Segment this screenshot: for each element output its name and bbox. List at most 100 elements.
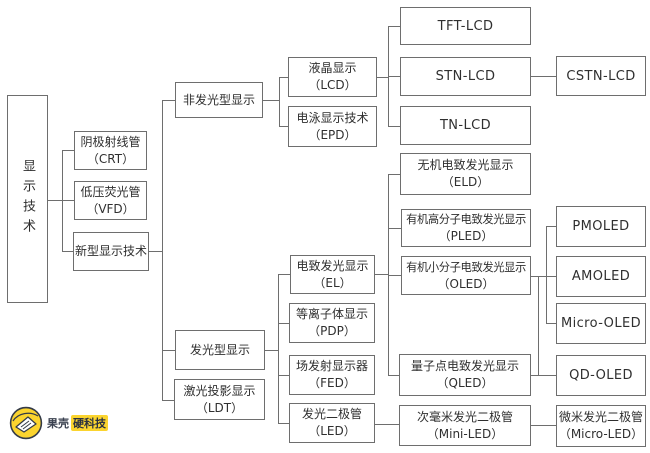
connector-emissive-trunk5: [265, 350, 278, 351]
node-label: 非发光型显示: [182, 92, 255, 107]
node-micro-oled: Micro-OLED: [556, 303, 646, 344]
connector-oled-amoled: [531, 276, 556, 277]
connector-trunk2-nonemissive: [162, 100, 175, 101]
node-label: 次毫米发光二极管: [416, 409, 513, 424]
node-abbr: （LCD）: [308, 78, 357, 92]
node-label: 电泳显示技术: [296, 110, 369, 125]
node-label: 等离子体显示: [295, 307, 368, 321]
node-pled: 有机高分子电致发光显示 （PLED）: [401, 209, 531, 247]
node-vfd: 低压荧光管 （VFD）: [74, 181, 147, 220]
node-label: PMOLED: [572, 219, 630, 234]
guokr-logo: 果壳 硬科技: [9, 406, 108, 440]
node-label: 发光二极管: [301, 407, 362, 421]
node-crt: 阴极射线管 （CRT）: [74, 131, 147, 170]
node-lcd: 液晶显示 （LCD）: [288, 57, 377, 97]
connector-trunk6-qled: [388, 375, 399, 376]
node-abbr: （ELD）: [441, 175, 490, 189]
node-cstn-lcd: CSTN-LCD: [556, 56, 646, 96]
node-amoled: AMOLED: [556, 256, 646, 297]
node-ldt: 激光投影显示 （LDT）: [174, 379, 265, 420]
node-el: 电致发光显示 （EL）: [290, 255, 375, 294]
node-abbr: （PDP）: [308, 324, 356, 338]
node-led: 发光二极管 （LED）: [289, 403, 375, 443]
connector-nonemissive-trunk3: [263, 100, 279, 101]
node-abbr: （FED）: [308, 376, 356, 390]
connector-trunk4-tn: [388, 126, 400, 127]
connector-trunk6-oled: [388, 275, 401, 276]
connector-trunk4-stn: [388, 76, 400, 77]
trunk2: [162, 100, 163, 400]
guokr-hand-icon: [9, 406, 43, 440]
connector-trunk3-lcd: [279, 77, 288, 78]
node-label: 微米发光二极管: [558, 410, 643, 424]
node-abbr: （PLED）: [438, 229, 494, 243]
connector-trunk5-fed: [278, 375, 289, 376]
node-label: Micro-OLED: [561, 316, 641, 331]
node-label: QD-OLED: [569, 368, 633, 383]
node-label: 液晶显示: [308, 61, 357, 75]
node-abbr: （EPD）: [308, 127, 357, 142]
connector-stn-cstn: [531, 76, 556, 77]
node-label: AMOLED: [571, 269, 631, 284]
connector-miniled-microled: [531, 425, 556, 426]
node-abbr: （Mini-LED）: [426, 426, 504, 441]
logo-highlight-text: 硬科技: [71, 415, 108, 431]
node-label: 量子点电致发光显示: [410, 359, 519, 373]
connector-trunk2-ldt: [162, 400, 174, 401]
node-mini-led: 次毫米发光二极管 （Mini-LED）: [399, 405, 531, 446]
node-oled: 有机小分子电致发光显示 （OLED）: [401, 256, 531, 295]
node-qd-oled: QD-OLED: [556, 355, 646, 396]
node-fed: 场发射显示器 （FED）: [289, 355, 375, 395]
node-tn-lcd: TN-LCD: [400, 106, 531, 145]
node-label: 低压荧光管: [80, 184, 141, 199]
node-display-technology: 显示技术: [7, 95, 48, 303]
trunk5: [278, 274, 279, 424]
node-epd: 电泳显示技术 （EPD）: [288, 106, 377, 147]
connector-trunk5-led: [278, 423, 289, 424]
node-abbr: （EL）: [313, 275, 352, 290]
node-micro-led: 微米发光二极管 （Micro-LED）: [556, 405, 646, 447]
connector-trunk5-el: [278, 274, 290, 275]
connector-qled-qdoled: [531, 375, 556, 376]
connector-trunk1-crt: [62, 150, 74, 151]
node-label: 发光型显示: [189, 342, 250, 357]
node-abbr: （Micro-LED）: [558, 427, 644, 441]
node-label: 新型显示技术: [74, 244, 147, 258]
logo-brand-text: 果壳: [47, 417, 69, 430]
node-label: TFT-LCD: [437, 18, 494, 34]
node-label: 有机高分子电致发光显示: [406, 213, 526, 226]
trunk7: [546, 226, 547, 324]
node-label: 有机小分子电致发光显示: [406, 260, 526, 274]
node-abbr: （LDT）: [195, 400, 244, 415]
node-stn-lcd: STN-LCD: [400, 57, 531, 96]
node-pdp: 等离子体显示 （PDP）: [289, 303, 375, 343]
node-abbr: （LED）: [308, 424, 356, 438]
connector-trunk1-newdisp: [62, 251, 73, 252]
trunk1: [62, 150, 63, 251]
node-label: TN-LCD: [439, 118, 492, 133]
connector-trunk4-tft: [388, 26, 400, 27]
trunk3: [279, 77, 280, 127]
connector-lcd-trunk4: [377, 77, 388, 78]
node-qled: 量子点电致发光显示 （QLED）: [399, 354, 531, 396]
connector-trunk3-epd: [279, 126, 288, 127]
connector-trunk7-microoled: [546, 323, 556, 324]
connector-oled-qdoled-vertical: [538, 276, 539, 375]
connector-trunk2-emissive: [162, 350, 175, 351]
connector-trunk6-pled: [388, 228, 401, 229]
node-label: 激光投影显示: [183, 383, 256, 398]
node-abbr: （CRT）: [86, 151, 135, 166]
connector-newdisp-trunk2: [149, 251, 162, 252]
node-label: 阴极射线管: [80, 134, 141, 149]
node-abbr: （QLED）: [436, 376, 494, 390]
connector-led-miniled: [375, 424, 399, 425]
connector-trunk7-pmoled: [546, 226, 556, 227]
node-emissive: 发光型显示: [175, 330, 265, 370]
node-label: 无机电致发光显示: [417, 158, 514, 172]
node-label: 显示技术: [20, 159, 35, 239]
node-label: 电致发光显示: [296, 258, 369, 273]
node-tft-lcd: TFT-LCD: [400, 7, 531, 45]
connector-trunk5-pdp: [278, 323, 289, 324]
node-label: CSTN-LCD: [566, 68, 636, 84]
